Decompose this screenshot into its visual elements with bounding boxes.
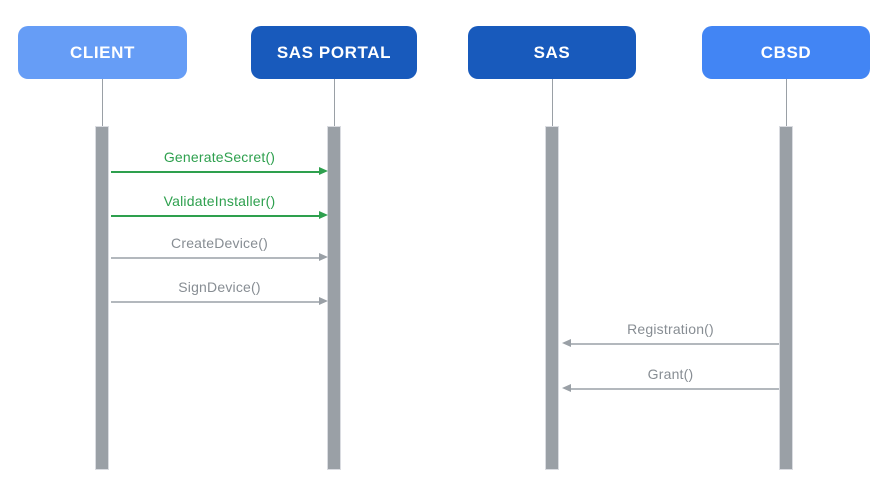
arrowhead-right-icon bbox=[319, 211, 328, 219]
actor-label-sas: SAS bbox=[533, 42, 571, 62]
activation-bar-sas-portal bbox=[327, 126, 341, 470]
arrowhead-right-icon bbox=[319, 167, 328, 175]
message-label: CreateDevice() bbox=[171, 235, 268, 251]
activation-bar-sas bbox=[545, 126, 559, 470]
message-sign-device: SignDevice() bbox=[111, 278, 328, 312]
message-label: SignDevice() bbox=[178, 279, 261, 295]
actor-box-cbsd: CBSD bbox=[702, 26, 870, 79]
lifeline-sas bbox=[552, 79, 553, 126]
arrowhead-left-icon bbox=[562, 339, 571, 347]
message-label: Grant() bbox=[647, 366, 694, 382]
actor-box-sas: SAS bbox=[468, 26, 636, 79]
lifeline-cbsd bbox=[786, 79, 787, 126]
message-grant: Grant() bbox=[562, 365, 779, 399]
actor-label-sas-portal: SAS PORTAL bbox=[276, 42, 392, 62]
message-label: GenerateSecret() bbox=[163, 149, 276, 165]
actor-box-sas-portal: SAS PORTAL bbox=[251, 26, 417, 79]
actor-label-cbsd: CBSD bbox=[760, 42, 812, 62]
message-line bbox=[111, 301, 321, 303]
arrowhead-left-icon bbox=[562, 384, 571, 392]
actor-label-client: CLIENT bbox=[70, 42, 135, 62]
arrowhead-right-icon bbox=[319, 253, 328, 261]
message-validate-installer: ValidateInstaller() bbox=[111, 192, 328, 226]
message-line bbox=[111, 171, 321, 173]
activation-bar-cbsd bbox=[779, 126, 793, 470]
message-label: Registration() bbox=[627, 321, 714, 337]
message-label: ValidateInstaller() bbox=[163, 193, 276, 209]
message-registration: Registration() bbox=[562, 320, 779, 354]
message-line bbox=[111, 257, 321, 259]
lifeline-client bbox=[102, 79, 103, 126]
message-line bbox=[111, 215, 321, 217]
lifeline-sas-portal bbox=[334, 79, 335, 126]
arrowhead-right-icon bbox=[319, 297, 328, 305]
message-line bbox=[569, 343, 779, 345]
actor-box-client: CLIENT bbox=[18, 26, 187, 79]
message-create-device: CreateDevice() bbox=[111, 234, 328, 268]
message-generate-secret: GenerateSecret() bbox=[111, 148, 328, 182]
activation-bar-client bbox=[95, 126, 109, 470]
message-line bbox=[569, 388, 779, 390]
